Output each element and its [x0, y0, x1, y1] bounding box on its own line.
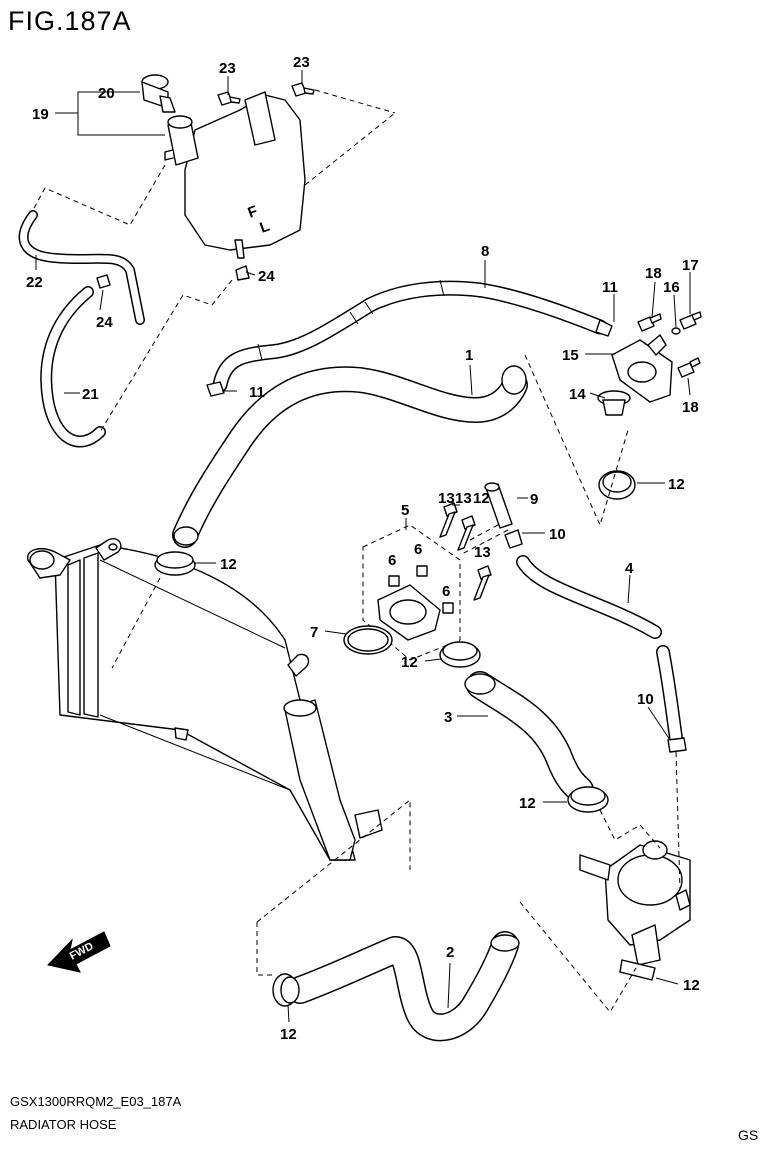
o-ring-7 — [343, 625, 393, 655]
callout-label: 12 — [519, 795, 536, 812]
hose-clamp-12-pump-upper — [567, 786, 609, 813]
hose-clamp-12-hose2 — [272, 973, 300, 1007]
callout-label: 12 — [683, 977, 700, 994]
callout-label: 13 — [474, 544, 491, 561]
hose-1 — [172, 365, 528, 548]
hose-2 — [286, 931, 520, 1042]
reservoir-hose-21 — [40, 286, 106, 448]
callout-label: 17 — [682, 257, 699, 274]
reservoir-cap — [141, 74, 176, 113]
callout-label: 16 — [663, 279, 680, 296]
hose-clamp-10-lower — [667, 737, 687, 753]
bolts-13 — [439, 502, 492, 601]
callout-label: 8 — [481, 243, 489, 260]
hose-3 — [464, 671, 594, 804]
callout-label: 12 — [401, 654, 418, 671]
callout-label: 1 — [465, 347, 473, 364]
callout-label: 15 — [562, 347, 579, 364]
callout-label: 10 — [549, 526, 566, 543]
callout-label: 24 — [96, 314, 113, 331]
callout-label: 7 — [310, 624, 318, 641]
callout-label: 22 — [26, 274, 43, 291]
bolt-18-upper — [637, 313, 662, 332]
hose-4 — [516, 555, 683, 745]
corner-mark: GS — [738, 1127, 759, 1143]
hose-clamp-10-upper — [504, 529, 523, 549]
bolt-17 — [679, 311, 702, 330]
forward-direction-arrow: FWD — [47, 931, 111, 973]
reservoir-bolt-left — [217, 91, 241, 106]
callout-label: 12 — [473, 490, 490, 507]
callout-label: 4 — [625, 560, 634, 577]
hose-clip-24-left — [96, 274, 111, 289]
figure-caption: RADIATOR HOSE — [10, 1117, 117, 1132]
model-code: GSX1300RRQM2_E03_187A — [10, 1094, 182, 1109]
callout-label: 12 — [220, 556, 237, 573]
callout-label: 23 — [219, 60, 236, 77]
callout-label: 2 — [446, 944, 454, 961]
callout-numbers: 1 2 3 4 5 6 6 6 7 8 9 10 10 11 11 12 12 … — [26, 54, 700, 1043]
callout-label: 19 — [32, 106, 49, 123]
callout-label: 24 — [258, 268, 275, 285]
hose-clamp-12-pump-lower — [619, 959, 656, 981]
reservoir-hose-22 — [18, 210, 145, 325]
union-9 — [484, 482, 513, 529]
hose-clamp-11-upper — [595, 319, 613, 337]
hose-clip-24-right — [235, 265, 250, 281]
callout-label: 10 — [637, 691, 654, 708]
hose-clamp-12-housing — [439, 641, 481, 668]
radiator — [26, 538, 383, 861]
callout-label: 20 — [98, 85, 115, 102]
callout-label: 21 — [82, 386, 99, 403]
leader-lines — [35, 70, 691, 1023]
reservoir-bolt-right — [291, 82, 315, 97]
callout-label: 9 — [530, 491, 538, 508]
reservoir-tank: F L — [164, 91, 306, 259]
callout-label: 11 — [602, 279, 618, 296]
hose-clamp-12-thermostat — [598, 470, 636, 500]
hose-clamp-11-lower — [206, 381, 225, 397]
thermostat — [597, 390, 631, 416]
callout-label: 5 — [401, 502, 409, 519]
callout-label: 18 — [645, 265, 662, 282]
callout-label: 11 — [249, 384, 265, 401]
callout-label: 18 — [682, 399, 699, 416]
thermostat-cover — [611, 334, 673, 403]
water-pump — [579, 840, 691, 966]
callout-label: 6 — [388, 552, 396, 569]
callout-label: 14 — [569, 386, 586, 403]
dashed-reference-lines — [32, 89, 681, 1013]
bolt-18-lower — [677, 357, 701, 378]
figure-title: FIG.187A — [8, 6, 132, 36]
callout-label: 6 — [442, 583, 450, 600]
callout-label: 3 — [444, 709, 452, 726]
callout-label: 13 — [455, 490, 472, 507]
washer-16 — [671, 327, 681, 335]
callout-label: 12 — [668, 476, 685, 493]
callout-label: 12 — [280, 1026, 297, 1043]
callout-label: 6 — [414, 541, 422, 558]
callout-label: 23 — [293, 54, 310, 71]
callout-label: 13 — [438, 490, 455, 507]
hose-clamp-12-radiator — [154, 551, 196, 576]
thermostat-housing — [362, 524, 461, 661]
hose-8 — [212, 279, 608, 393]
